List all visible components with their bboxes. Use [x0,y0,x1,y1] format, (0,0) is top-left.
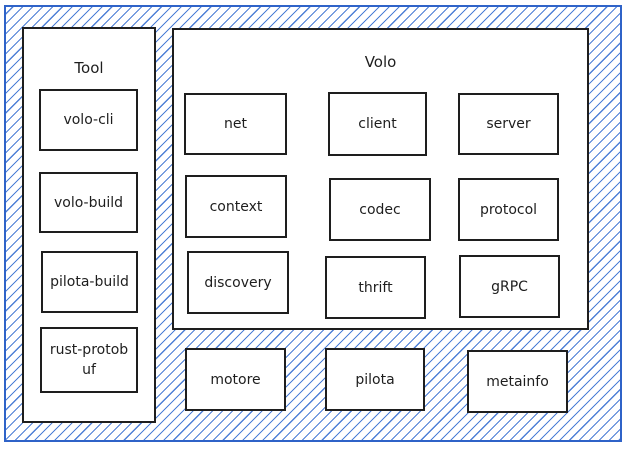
volo-item-discovery: discovery [187,251,289,314]
volo-item-codec: codec [329,178,431,241]
tool-panel-title: Tool [74,59,104,77]
tool-item-volo-cli: volo-cli [39,89,138,151]
bottom-item-metainfo: metainfo [467,350,568,413]
tool-item-rust-protobuf: rust-protobuf [40,327,138,393]
volo-item-protocol: protocol [458,178,559,241]
volo-item-context: context [185,175,287,238]
volo-panel-title: Volo [364,53,397,71]
volo-item-thrift: thrift [325,256,426,319]
bottom-item-motore: motore [185,348,286,411]
tool-item-volo-build: volo-build [39,172,138,233]
volo-item-client: client [328,92,427,156]
volo-item-grpc: gRPC [459,255,560,318]
bottom-item-pilota: pilota [325,348,425,411]
volo-item-net: net [184,93,287,155]
volo-item-server: server [458,93,559,155]
tool-item-pilota-build: pilota-build [41,251,138,313]
